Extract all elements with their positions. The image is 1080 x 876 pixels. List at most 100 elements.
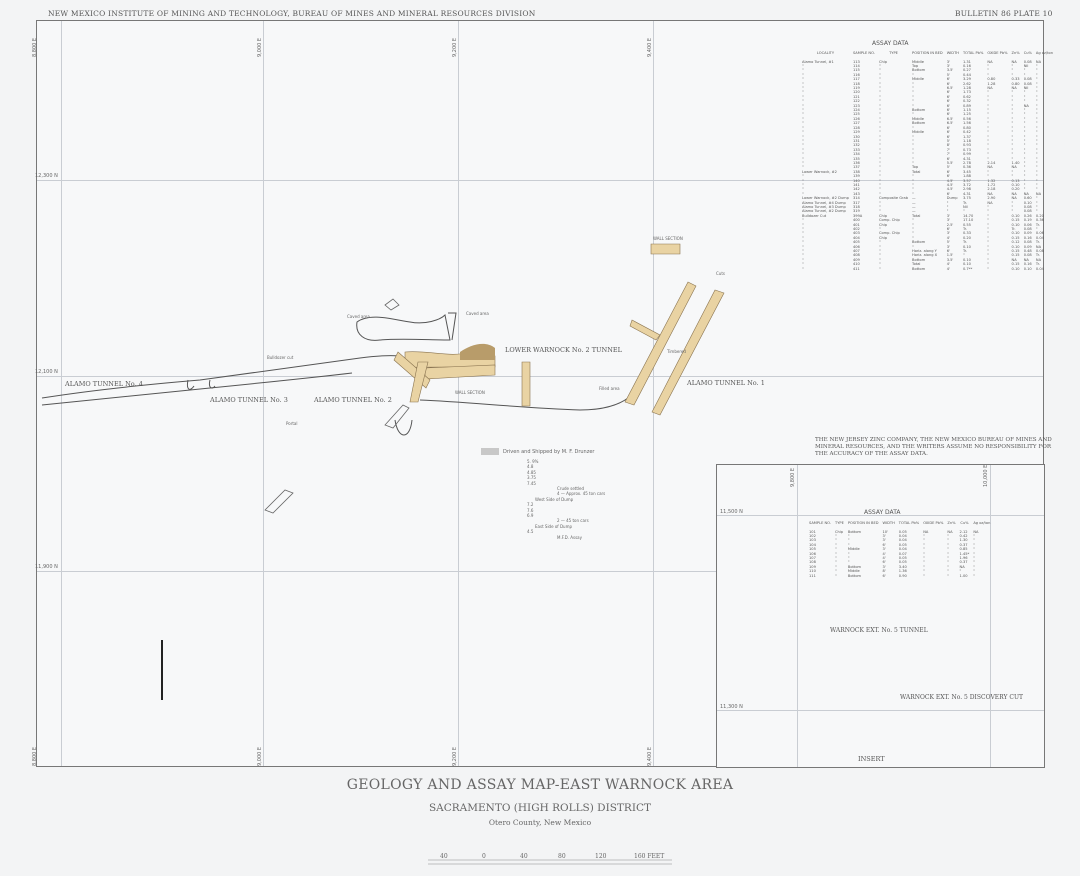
table-cell: 5.5' — [946, 160, 954, 165]
table-cell: 0.08 — [1023, 240, 1032, 245]
table-cell: " — [912, 72, 914, 77]
table-cell: 6' — [882, 560, 886, 565]
table-cell: " — [878, 99, 881, 104]
table-cell: 0.08 — [1023, 77, 1032, 82]
grid-line-9000e — [263, 21, 264, 766]
column-header: POSITION IN BED — [847, 521, 879, 525]
table-cell: 3' — [946, 244, 950, 249]
table-cell: 0.42 — [959, 534, 968, 538]
table-cell: 7' — [946, 147, 950, 152]
table-cell: 141 — [852, 182, 860, 187]
table-cell: " — [1023, 112, 1026, 117]
table-cell: 4' — [882, 551, 886, 556]
table-cell: " — [878, 182, 881, 187]
table-cell: " — [847, 542, 850, 547]
table-cell: " — [987, 169, 990, 174]
grid-line-12100n — [37, 376, 1043, 377]
legend-note: Crude settled — [557, 486, 585, 492]
table-cell: " — [1035, 112, 1038, 117]
legend-note: 6.9 — [527, 513, 534, 519]
table-cell: 0.7** — [962, 266, 973, 271]
table-cell: 10' — [882, 529, 889, 534]
table-cell: 121 — [852, 94, 860, 99]
crosscut — [409, 361, 429, 403]
table-cell: NA — [987, 191, 993, 196]
table-cell: " — [912, 112, 914, 117]
table-cell: 0.04 — [898, 534, 907, 538]
table-cell: " — [802, 266, 804, 271]
table-cell: " — [878, 147, 881, 152]
table-cell: 6' — [946, 249, 950, 254]
table-cell: 102 — [809, 534, 816, 538]
label-alamo-tunnel-2: ALAMO TUNNEL No. 2 — [314, 396, 392, 404]
table-cell: Middle — [912, 59, 924, 64]
table-cell: 6.5' — [946, 121, 954, 126]
table-cell: 5' — [946, 165, 950, 170]
table-cell: Nil — [962, 205, 968, 209]
insert-grid-line — [717, 515, 1044, 516]
table-cell: Tr. — [962, 240, 967, 245]
table-cell: " — [1035, 116, 1038, 121]
table-cell: 0.36 — [962, 165, 971, 170]
table-cell: 2.5' — [946, 222, 954, 227]
column-header: TOTAL Pb% — [962, 51, 984, 55]
header-right: BULLETIN 86 PLATE 10 — [955, 9, 1053, 18]
legend-note: West Side of Dump — [535, 496, 574, 502]
table-cell: " — [1023, 143, 1026, 148]
table-cell: NA — [1035, 191, 1042, 196]
table-cell: " — [1011, 68, 1014, 73]
table-cell: " — [802, 156, 804, 161]
table-cell: " — [987, 134, 990, 139]
table-cell: 0.15 — [1011, 262, 1020, 267]
table-cell: " — [1023, 182, 1026, 187]
vein-alamo-1 — [624, 281, 697, 406]
table-cell: 6' — [882, 573, 886, 578]
table-cell: 4' — [946, 262, 950, 267]
table-cell: " — [1011, 103, 1014, 108]
scale-tick: 120 — [595, 853, 607, 860]
table-cell: NA — [1011, 59, 1017, 64]
label-bulldozer-cut: Bulldozer cut — [267, 355, 294, 360]
table-cell: " — [987, 116, 990, 121]
table-row: 108""6'0.05""0.37" — [807, 560, 992, 564]
table-cell: " — [835, 551, 837, 556]
table-cell: 135 — [852, 156, 860, 161]
table-row: 107""4'0.05""1.96" — [807, 556, 992, 560]
table-cell: Lower Warnock, #2 — [802, 169, 837, 174]
insert-grid-line — [717, 710, 1044, 711]
table-cell: 133 — [852, 147, 860, 152]
table-cell: Tr. — [1035, 222, 1040, 227]
map-subtitle: SACRAMENTO (HIGH ROLLS) DISTRICT — [428, 802, 652, 814]
table-row: "139""6'1.88"""" — [800, 174, 1055, 178]
table-cell: Bottom — [912, 121, 926, 126]
table-row: "402""6'Tr."Tr.0.08" — [800, 227, 1055, 231]
table-cell: NA — [973, 529, 979, 534]
table-cell: " — [835, 573, 837, 578]
table-cell: 2.62 — [962, 81, 971, 86]
label-warnock-ext-5-tunnel: WARNOCK EXT. No. 5 TUNNEL — [830, 627, 928, 634]
table-cell: " — [946, 209, 949, 214]
table-cell: 0.80 — [962, 125, 971, 130]
table-cell: " — [878, 86, 881, 91]
table-cell: " — [912, 94, 914, 99]
table-cell: " — [973, 542, 975, 547]
table-cell: " — [912, 156, 914, 161]
table-cell: " — [987, 72, 990, 77]
grid-line-11900n — [37, 571, 717, 572]
table-cell: NA — [1035, 244, 1042, 249]
table-cell: " — [802, 81, 804, 86]
table-cell: 6' — [946, 169, 950, 174]
